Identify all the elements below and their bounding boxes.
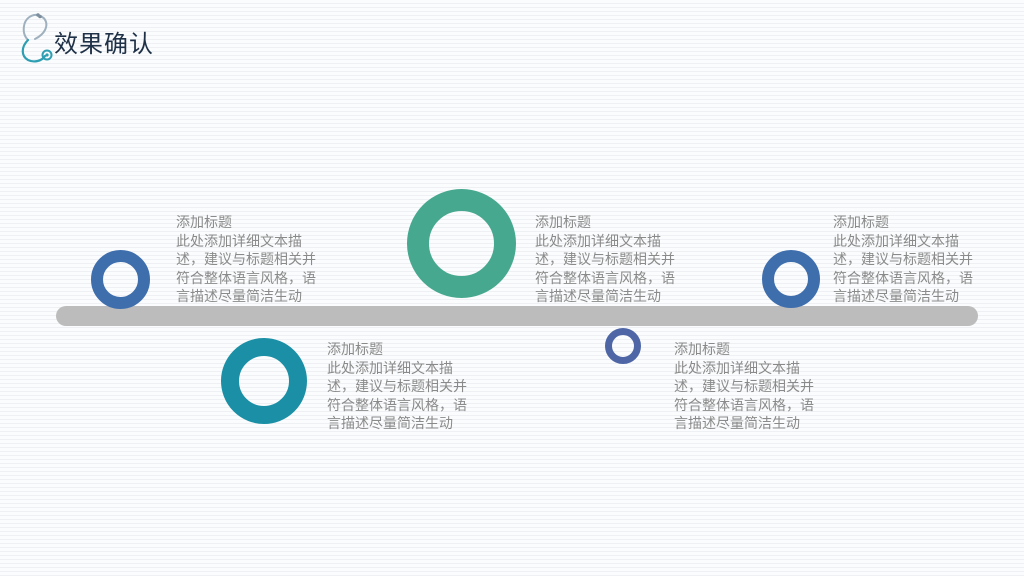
item-body: 此处添加详细文本描述，建议与标题相关并符合整体语言风格，语言描述尽量简洁生动: [535, 233, 675, 306]
item-body: 此处添加详细文本描述，建议与标题相关并符合整体语言风格，语言描述尽量简洁生动: [674, 360, 814, 433]
item-title: 添加标题: [535, 215, 591, 231]
item-title: 添加标题: [327, 342, 383, 358]
timeline-bar: [56, 306, 978, 326]
timeline-text-4: 添加标题 此处添加详细文本描述，建议与标题相关并符合整体语言风格，语言描述尽量简…: [674, 341, 826, 434]
timeline-marker-4: [605, 328, 641, 364]
stethoscope-icon: [21, 13, 53, 63]
timeline-text-1: 添加标题 此处添加详细文本描述，建议与标题相关并符合整体语言风格，语言描述尽量简…: [176, 214, 328, 307]
timeline-text-5: 添加标题 此处添加详细文本描述，建议与标题相关并符合整体语言风格，语言描述尽量简…: [833, 214, 985, 307]
item-title: 添加标题: [674, 342, 730, 358]
timeline-marker-2: [221, 338, 307, 424]
timeline-text-2: 添加标题 此处添加详细文本描述，建议与标题相关并符合整体语言风格，语言描述尽量简…: [327, 341, 479, 434]
timeline-marker-5: [762, 250, 820, 308]
item-body: 此处添加详细文本描述，建议与标题相关并符合整体语言风格，语言描述尽量简洁生动: [176, 233, 316, 306]
page-title: 效果确认: [54, 30, 154, 58]
item-title: 添加标题: [176, 215, 232, 231]
timeline-text-3: 添加标题 此处添加详细文本描述，建议与标题相关并符合整体语言风格，语言描述尽量简…: [535, 214, 687, 307]
item-body: 此处添加详细文本描述，建议与标题相关并符合整体语言风格，语言描述尽量简洁生动: [833, 233, 973, 306]
item-title: 添加标题: [833, 215, 889, 231]
timeline-marker-3: [407, 189, 516, 298]
item-body: 此处添加详细文本描述，建议与标题相关并符合整体语言风格，语言描述尽量简洁生动: [327, 360, 467, 433]
timeline-marker-1: [91, 250, 150, 309]
